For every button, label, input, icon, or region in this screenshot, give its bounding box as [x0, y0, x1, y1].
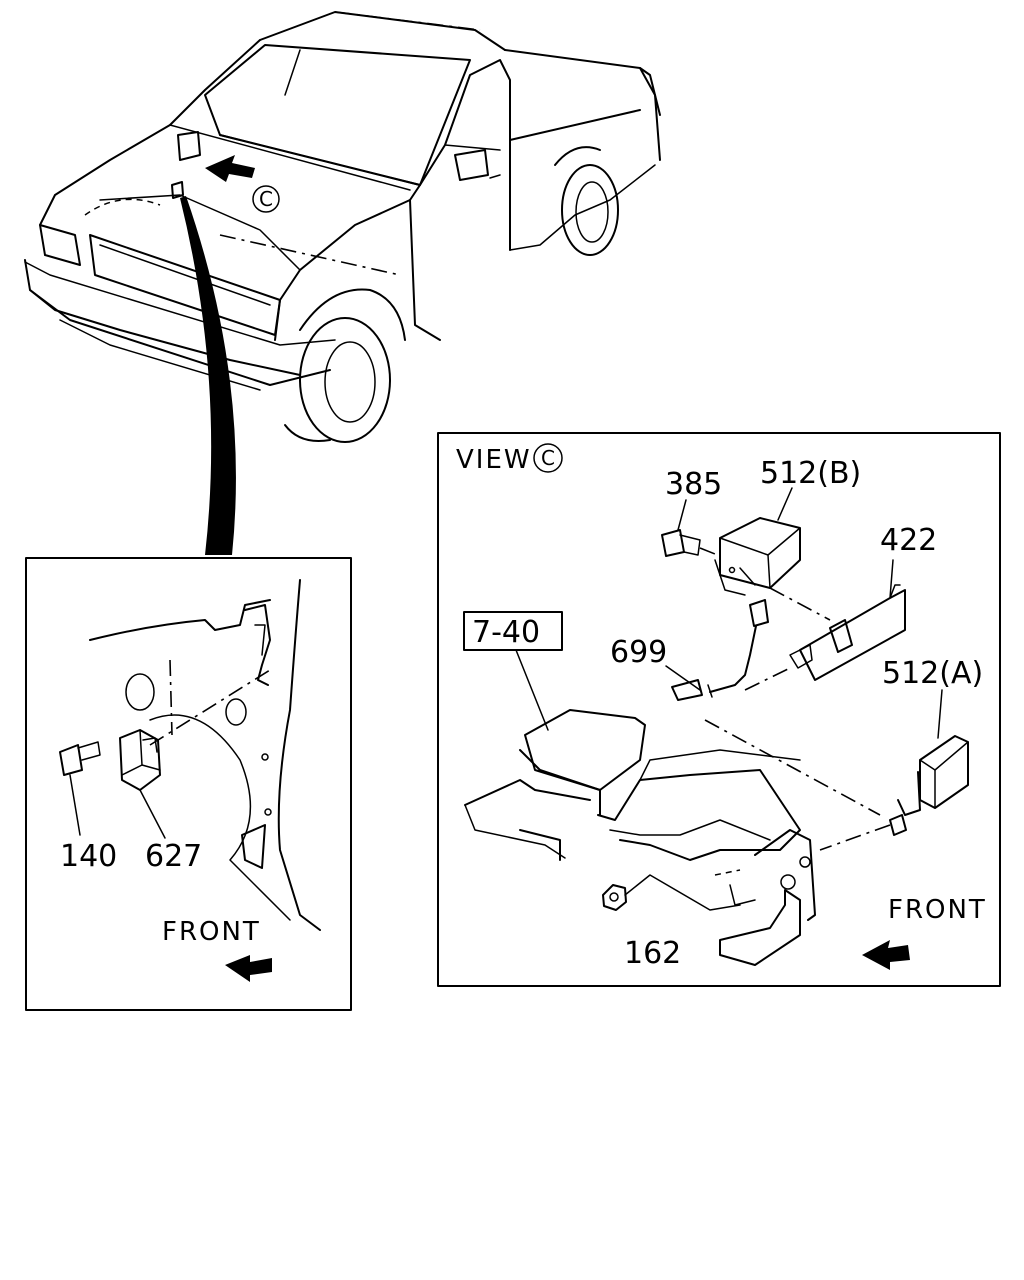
front-direction-label-right: FRONT	[888, 895, 987, 925]
part-label-385: 385	[665, 467, 722, 502]
view-marker: C	[541, 446, 555, 470]
part-label-699: 699	[610, 635, 667, 670]
part-label-162: 162	[624, 936, 681, 971]
part-label-627: 627	[145, 839, 202, 874]
view-c-panel: VIEW C 7-4	[437, 432, 1001, 987]
view-label: VIEW	[456, 445, 532, 475]
vehicle-illustration: C	[24, 11, 661, 555]
front-direction-label-left: FRONT	[162, 917, 261, 947]
vehicle-view-marker: C	[259, 187, 273, 211]
left-inset-panel: 140 627 FRONT	[25, 557, 352, 1011]
part-label-422: 422	[880, 523, 937, 558]
part-label-512a: 512(A)	[882, 656, 983, 691]
part-label-140: 140	[60, 839, 117, 874]
part-label-512b: 512(B)	[760, 456, 861, 491]
part-label-7-40: 7-40	[472, 615, 540, 650]
